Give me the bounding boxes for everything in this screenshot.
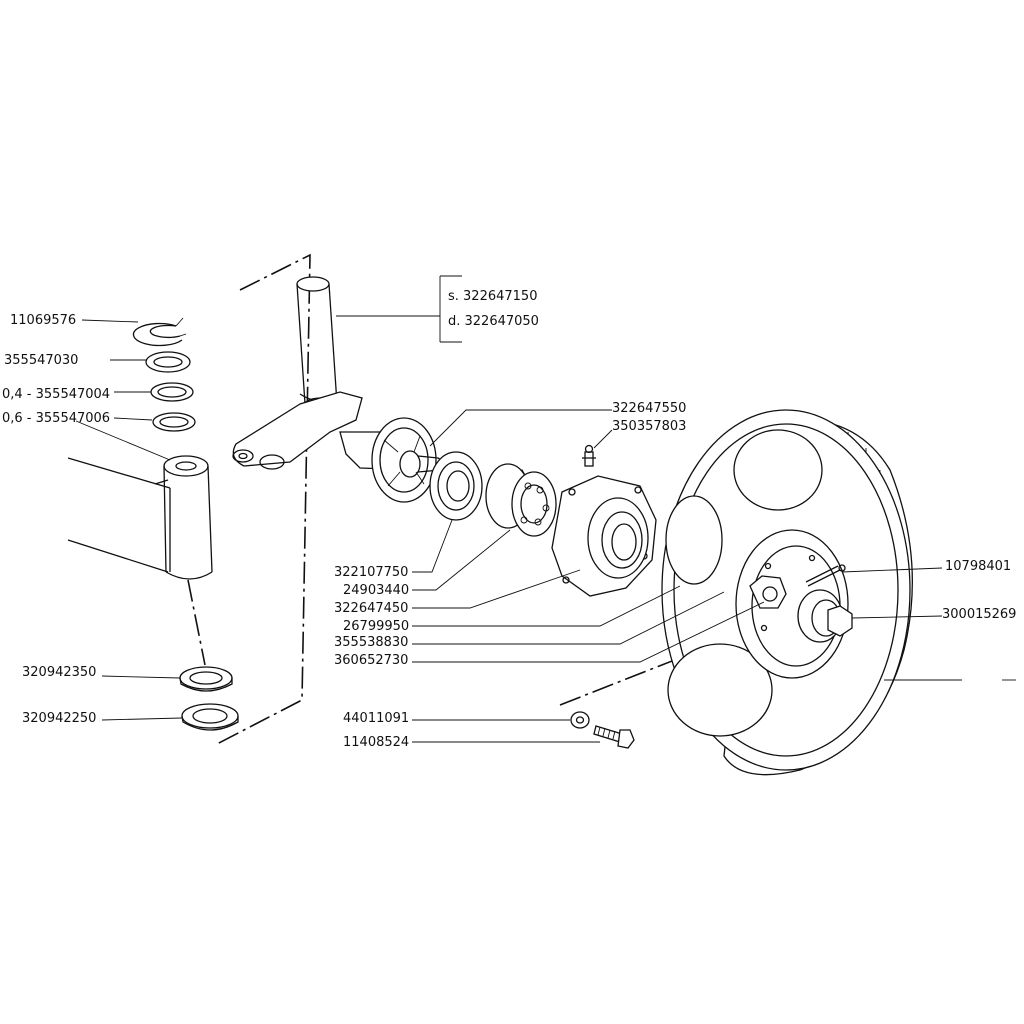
spacer-washer	[145, 351, 191, 373]
label-26799950: 26799950	[343, 619, 409, 634]
label-322647050: d. 322647050	[448, 314, 539, 329]
label-11408524: 11408524	[343, 735, 409, 750]
snap-ring	[132, 317, 187, 347]
rim-hole-bottom	[667, 643, 773, 737]
part-labels: 11069576 355547030 0,4 - 355547004 0,6 -…	[2, 289, 1016, 750]
label-320942250: 320942250	[22, 711, 96, 726]
wheel-bolt-washer	[570, 711, 590, 729]
castle-nut	[749, 575, 787, 609]
label-11069576: 11069576	[10, 313, 76, 328]
pivot-tube	[163, 455, 213, 580]
label-355547006: 0,6 - 355547006	[2, 411, 110, 426]
inner-ball-bearing	[485, 463, 557, 537]
leader-lines	[75, 275, 1016, 743]
lower-seal-2	[181, 703, 239, 731]
label-24903440: 24903440	[343, 583, 409, 598]
lower-seal-1	[179, 666, 233, 692]
split-pin	[805, 564, 846, 587]
shim-06	[152, 412, 196, 432]
label-322647450: 322647450	[334, 601, 408, 616]
label-44011091: 44011091	[343, 711, 409, 726]
wheel-hub	[551, 475, 657, 597]
label-322647550: 322647550	[612, 401, 686, 416]
label-322647150: s. 322647150	[448, 289, 537, 304]
dust-shield	[371, 417, 444, 503]
assembly-axis-line	[214, 253, 311, 746]
grease-nipple	[582, 444, 596, 467]
axle-beam	[67, 457, 171, 573]
label-10798401: 10798401	[945, 559, 1011, 574]
pivot-axis-line	[187, 579, 206, 666]
label-355547030: 355547030	[4, 353, 78, 368]
rim-hole-left	[665, 495, 723, 585]
rim-hole-top	[733, 429, 823, 511]
label-360652730: 360652730	[334, 653, 408, 668]
label-320942350: 320942350	[22, 665, 96, 680]
label-300015269: 300015269	[942, 607, 1016, 622]
hub-cap	[797, 589, 853, 643]
label-350357803: 350357803	[612, 419, 686, 434]
wheel-bolt	[593, 725, 635, 749]
shim-04	[150, 382, 194, 402]
label-355547004: 0,4 - 355547004	[2, 387, 110, 402]
oil-seal	[429, 451, 483, 521]
label-322107750: 322107750	[334, 565, 408, 580]
wheel-assembly	[661, 409, 913, 776]
label-355538830: 355538830	[334, 635, 408, 650]
